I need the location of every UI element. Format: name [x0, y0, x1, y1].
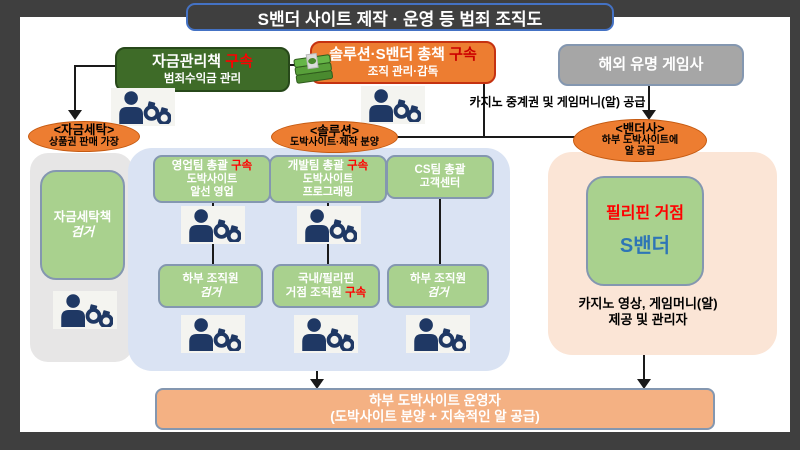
- dev-team-desc2: 프로그래밍: [302, 186, 354, 198]
- node-dev-team: 개발팀 총괄 구속 도박사이트 프로그래밍: [269, 155, 387, 203]
- vendor-group-label: <밴더사> 하부 도박사이트에 알 공급: [573, 119, 707, 162]
- node-cs-team: CS팀 총괄 고객센터: [386, 155, 494, 199]
- member-center-status: 구속: [345, 287, 367, 299]
- sales-team-desc2: 알선 영업: [190, 186, 234, 198]
- member-right-name: 하부 조직원: [409, 272, 467, 285]
- node-fund-manager: 자금관리책 구속 범죄수익금 관리: [115, 47, 290, 92]
- person-handcuffs-icon: [181, 315, 245, 353]
- sales-team-status: 구속: [231, 159, 253, 172]
- node-member-left: 하부 조직원 검거: [158, 264, 263, 308]
- vendor-title: <밴더사>: [615, 121, 665, 136]
- laundering-sub: 상품권 판매 가장: [49, 136, 119, 148]
- node-game-company: 해외 유명 게임사: [558, 44, 744, 86]
- boss-name: 솔루션·S밴더 총책: [329, 46, 445, 64]
- connector-line: [483, 84, 485, 138]
- svendor-name: S밴더: [619, 234, 671, 257]
- connector-line: [316, 371, 318, 381]
- member-left-status: 검거: [199, 287, 222, 299]
- member-center-line1: 국내/필리핀: [297, 272, 355, 285]
- sales-team-name: 영업팀 총괄: [171, 159, 228, 172]
- sales-team-desc1: 도박사이트: [186, 172, 238, 185]
- launderer-status: 검거: [70, 225, 94, 239]
- bottom-line1: 하부 도박사이트 운영자: [369, 392, 501, 408]
- connector-line: [439, 199, 441, 265]
- fund-manager-name: 자금관리책: [152, 53, 222, 71]
- provider-desc2: 제공 및 관리자: [608, 312, 688, 328]
- dev-team-status: 구속: [347, 159, 369, 172]
- vendor-sub1: 하부 도박사이트에: [601, 135, 679, 147]
- node-sales-team: 영업팀 총괄 구속 도박사이트 알선 영업: [153, 155, 271, 203]
- node-member-center: 국내/필리핀 거점 조직원 구속: [272, 264, 380, 308]
- node-svendor-base: 필리핀 거점 S밴더: [586, 176, 704, 286]
- node-launderer: 자금세탁책 검거: [40, 170, 125, 280]
- connector-line: [643, 355, 645, 381]
- page-title: S밴더 사이트 제작 · 운영 등 범죄 조직도: [186, 3, 614, 31]
- bottom-line2: (도박사이트 분양 + 지속적인 알 공급): [330, 409, 540, 424]
- cs-team-desc1: 고객센터: [419, 177, 461, 190]
- dev-team-desc1: 도박사이트: [302, 172, 354, 185]
- connector-line: [74, 65, 116, 67]
- arrow-down-icon: [637, 379, 651, 389]
- vendor-sub2: 알 공급: [624, 146, 656, 158]
- launderer-name: 자금세탁책: [53, 209, 112, 224]
- connector-line: [74, 65, 76, 112]
- arrow-down-icon: [642, 110, 656, 120]
- person-handcuffs-icon: [361, 86, 425, 124]
- node-solution-boss: 솔루션·S밴더 총책 구속 조직 관리·감독: [310, 41, 496, 84]
- provider-desc1: 카지노 영상, 게임머니(알): [578, 296, 718, 311]
- person-handcuffs-icon: [406, 315, 470, 353]
- connector-line: [397, 136, 575, 138]
- node-bottom-operators: 하부 도박사이트 운영자 (도박사이트 분양 + 지속적인 알 공급): [155, 388, 715, 430]
- member-left-name: 하부 조직원: [182, 272, 239, 285]
- laundering-group-label: <자금세탁> 상품권 판매 가장: [28, 121, 140, 152]
- member-center-line2: 거점 조직원: [285, 287, 342, 299]
- solution-group-label: <솔루션> 도박사이트·제작 분양: [271, 121, 398, 153]
- svendor-provider-label: 카지노 영상, 게임머니(알) 제공 및 관리자: [558, 296, 738, 329]
- supply-edge-label: 카지노 중계권 및 게임머니(알) 공급: [469, 95, 646, 109]
- boss-role: 조직 관리·감독: [367, 65, 439, 78]
- arrow-down-icon: [68, 110, 82, 120]
- node-member-right: 하부 조직원 검거: [387, 264, 489, 308]
- arrow-down-icon: [310, 379, 324, 389]
- svendor-location: 필리핀 거점: [605, 205, 685, 223]
- person-handcuffs-icon: [111, 88, 175, 126]
- person-handcuffs-icon: [294, 315, 358, 353]
- person-handcuffs-icon: [181, 206, 245, 244]
- fund-manager-role: 범죄수익금 관리: [163, 72, 242, 85]
- solution-sub: 도박사이트·제작 분양: [290, 137, 379, 149]
- boss-status: 구속: [449, 46, 477, 64]
- member-right-status: 검거: [427, 287, 449, 299]
- fund-manager-status: 구속: [225, 53, 253, 71]
- person-handcuffs-icon: [53, 291, 117, 329]
- money-stack-icon: [291, 48, 335, 86]
- solution-title: <솔루션>: [309, 123, 360, 138]
- game-company-name: 해외 유명 게임사: [598, 55, 704, 73]
- page-title-text: S밴더 사이트 제작 · 운영 등 범죄 조직도: [257, 9, 543, 29]
- laundering-title: <자금세탁>: [53, 123, 115, 138]
- dev-team-name: 개발팀 총괄: [287, 159, 344, 172]
- cs-team-name: CS팀 총괄: [414, 164, 466, 177]
- person-handcuffs-icon: [297, 206, 361, 244]
- connector-line: [648, 86, 650, 112]
